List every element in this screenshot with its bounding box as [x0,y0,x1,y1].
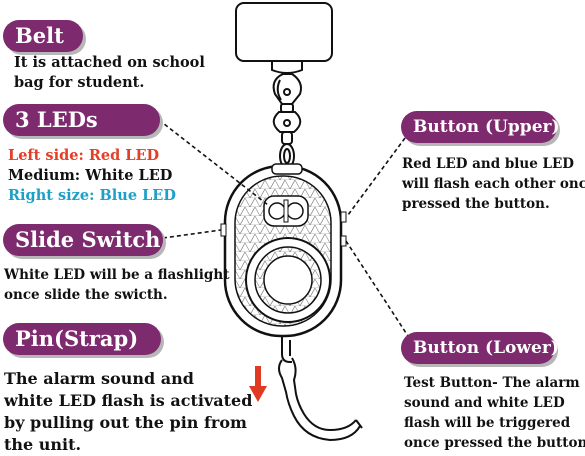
button-upper-title: Button (Upper) [413,117,560,137]
callout-lines [158,119,409,337]
pin-strap-line-1: The alarm sound and [4,369,194,388]
pin-strap-title: Pin(Strap) [15,326,139,351]
leds-title: 3 LEDs [15,107,98,132]
belt-description: It is attached on school bag for student… [14,53,205,93]
led-left: Left side: Red LED [8,147,160,164]
button-lower-line-4: once pressed the button. [404,435,585,451]
leds-label: 3 LEDs [3,104,160,136]
slide-switch-title: Slide Switch [15,227,161,252]
slide-switch-description: White LED will be a flashlight once slid… [4,265,229,305]
led-window [263,195,309,227]
button-lower-line-2: sound and white LED [404,395,565,411]
lower-button-knob [340,235,347,247]
swivel-hook [272,73,302,169]
pin-strap-description: The alarm sound and white LED flash is a… [4,368,252,456]
button-upper-description: Red LED and blue LED will flash each oth… [402,154,585,214]
pull-arrow [249,366,267,402]
led-middle: Medium: White LED [8,167,173,184]
button-lower-line-3: flash will be triggered [404,415,571,431]
button-lower-title: Button (Lower) [413,338,559,358]
pin-strap [278,336,363,442]
pin-strap-line-3: by pulling out the pin from [4,413,247,432]
pin-strap-label: Pin(Strap) [3,323,161,355]
leds-description: Left side: Red LED Medium: White LED Rig… [8,146,176,206]
belt-line-1: It is attached on school [14,54,205,71]
belt-label: Belt [3,20,83,52]
slide-switch-knob [220,223,227,237]
button-lower-description: Test Button- The alarm sound and white L… [404,373,585,453]
button-upper-line-2: will flash each other once [402,176,585,192]
belt-title: Belt [15,23,64,48]
button-upper-line-3: pressed the button. [402,196,550,212]
slide-switch-line-1: White LED will be a flashlight [4,267,230,283]
belt-line-2: bag for student. [14,74,145,91]
button-upper-line-1: Red LED and blue LED [402,156,574,172]
led-right: Right size: Blue LED [8,187,176,204]
belt-clip [235,2,333,74]
slide-switch-line-2: once slide the swicth. [4,287,168,303]
button-upper-label: Button (Upper) [401,111,560,143]
upper-button-knob [340,211,347,223]
pin-strap-line-4: the unit. [4,435,82,454]
pin-strap-line-2: white LED flash is activated [4,391,253,410]
button-lower-label: Button (Lower) [401,332,559,364]
main-button [245,237,331,323]
button-lower-line-1: Test Button- The alarm [404,375,580,391]
slide-switch-label: Slide Switch [3,224,163,256]
